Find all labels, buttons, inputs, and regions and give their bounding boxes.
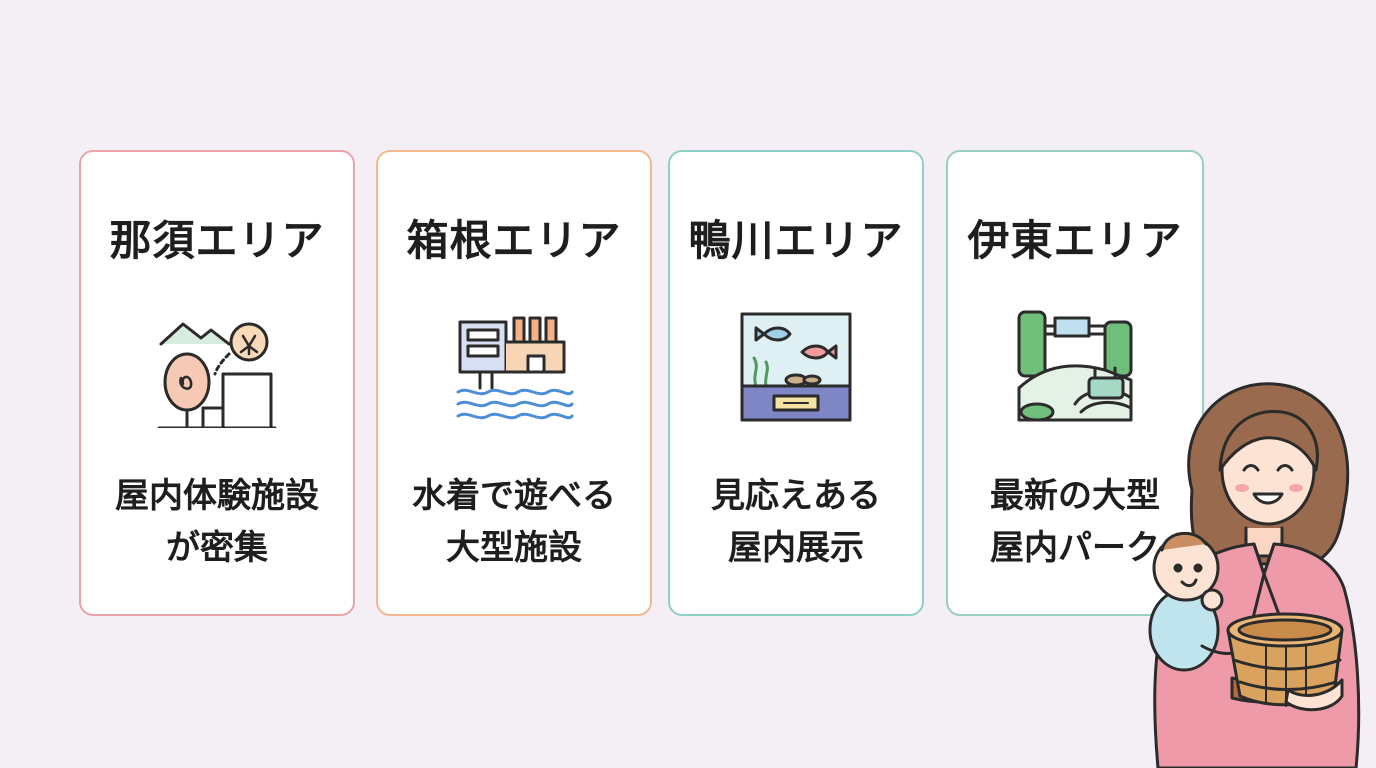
card-title: 那須エリア <box>109 216 325 265</box>
card-description-line: 水着で遊べる <box>412 476 616 516</box>
card-description: 見応えある 屋内展示 <box>670 470 922 574</box>
card-description: 屋内体験施設 が密集 <box>81 470 353 574</box>
card-description-line: 見応えある <box>711 476 881 516</box>
card-title: 鴨川エリア <box>688 216 904 265</box>
card-title: 箱根エリア <box>406 216 622 265</box>
card-description-line: 屋内パーク <box>990 528 1160 568</box>
card-description-line: 屋内体験施設 <box>115 476 319 516</box>
area-card-hakone: 箱根エリア 水着で遊べる 大型施設 <box>376 150 652 616</box>
card-description-line: 大型施設 <box>446 528 582 568</box>
card-description: 水着で遊べる 大型施設 <box>378 470 650 574</box>
card-description-line: が密集 <box>166 528 268 568</box>
card-description: 最新の大型 屋内パーク <box>948 470 1202 574</box>
card-description-line: 最新の大型 <box>990 476 1160 516</box>
area-card-nasu: 那須エリア 屋内体験施設 が密集 <box>79 150 355 616</box>
mother-holding-baby-illustration <box>1148 382 1361 768</box>
indoor-park-icon <box>1017 310 1133 422</box>
card-title: 伊東エリア <box>967 216 1183 265</box>
area-card-kamogawa: 鴨川エリア 見応えある 屋内展示 <box>668 150 924 616</box>
area-card-ito: 伊東エリア 最新の大型 屋内パーク <box>946 150 1204 616</box>
aquarium-tank-icon <box>740 312 852 422</box>
card-description-line: 屋内展示 <box>728 528 864 568</box>
outdoor-play-park-icon <box>157 322 277 428</box>
water-facility-icon <box>456 316 574 420</box>
